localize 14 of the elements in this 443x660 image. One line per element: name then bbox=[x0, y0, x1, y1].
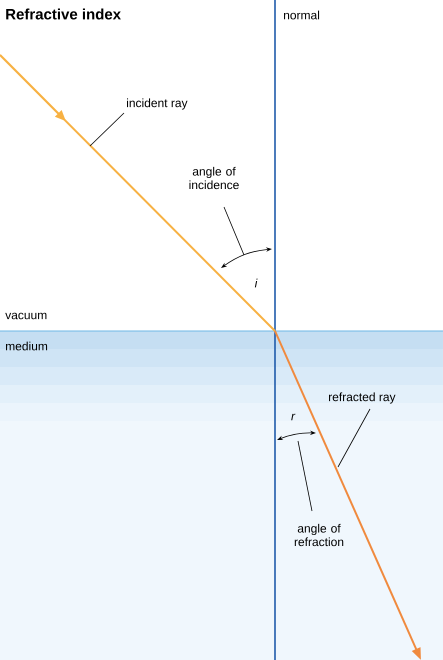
leader-label: incident ray bbox=[127, 98, 188, 110]
leader-label: angle of incidence bbox=[189, 166, 239, 190]
leader-line bbox=[90, 112, 124, 146]
leader-label: angle of refraction bbox=[294, 524, 344, 546]
leader-label: refracted ray bbox=[329, 392, 396, 404]
angle-symbol: i bbox=[254, 278, 258, 288]
leader-line bbox=[298, 440, 312, 512]
region-label: vacuum bbox=[5, 312, 46, 320]
leader-line bbox=[338, 408, 370, 468]
region-label: medium bbox=[6, 342, 48, 350]
leader-line bbox=[224, 206, 244, 256]
title: Refractive index bbox=[6, 8, 121, 20]
normal-label: normal bbox=[284, 10, 320, 20]
angle-symbol: r bbox=[291, 414, 296, 420]
